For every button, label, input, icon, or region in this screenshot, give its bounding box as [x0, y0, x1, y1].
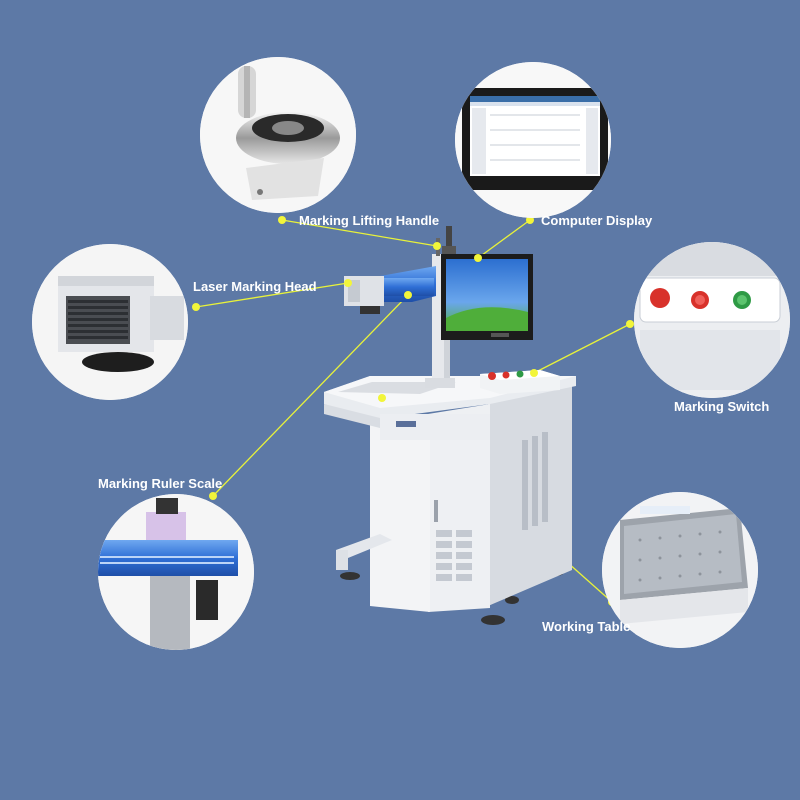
working-table-photo	[602, 492, 758, 648]
laser-marking-machine	[324, 226, 576, 625]
switch-panel-photo	[634, 242, 790, 398]
label-marking-lifting-handle: Marking Lifting Handle	[299, 213, 440, 228]
lifting-handle-photo	[200, 57, 356, 213]
callout-dots	[192, 216, 634, 606]
label-marking-switch: Marking Switch	[674, 399, 770, 414]
ruler-scale-photo	[98, 494, 254, 650]
label-marking-ruler-scale: Marking Ruler Scale	[98, 476, 223, 491]
computer-display-photo	[455, 62, 611, 218]
laser-head-photo	[32, 244, 188, 400]
label-laser-marking-head: Laser Marking Head	[193, 279, 317, 294]
label-computer-display: Computer Display	[541, 213, 653, 228]
label-working-table: Working Table	[542, 619, 631, 634]
